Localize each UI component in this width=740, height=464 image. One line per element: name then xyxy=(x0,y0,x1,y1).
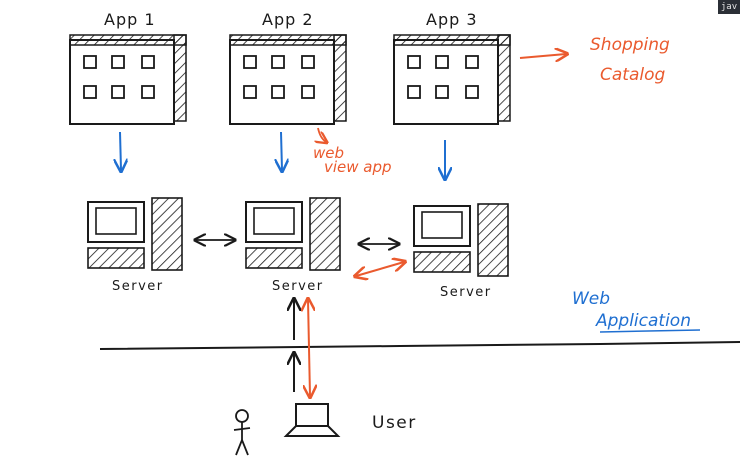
app-3-icon-grid xyxy=(407,55,479,99)
server-1-label: Server xyxy=(112,279,164,294)
app-1-label: App 1 xyxy=(104,10,156,29)
app-1: App 1 xyxy=(69,10,187,125)
app-2-side-edge xyxy=(333,34,347,122)
shopping-catalog-line1: Shopping xyxy=(590,35,670,55)
server-1: Server xyxy=(87,197,183,294)
app-1-to-server-arrow xyxy=(120,131,121,170)
server-2-label: Server xyxy=(272,279,324,294)
app-1-side-edge xyxy=(173,34,187,122)
app-2-to-server-arrow xyxy=(281,131,282,170)
server-2-tower xyxy=(309,197,341,271)
shopping-catalog-arrow xyxy=(519,54,566,58)
web-application-line1: Web xyxy=(572,289,610,309)
app-3: App 3 xyxy=(393,10,511,125)
server-1-tower xyxy=(151,197,183,271)
user-laptop xyxy=(283,403,341,437)
server-3-tower xyxy=(477,203,509,277)
webview-line1: web xyxy=(313,144,344,162)
web-application-boundary xyxy=(99,341,740,350)
app-2-icon-grid xyxy=(243,55,315,99)
web-application-line2: Application xyxy=(595,311,691,331)
app-3-label: App 3 xyxy=(426,10,478,29)
webview-arrow xyxy=(318,127,326,142)
server-2: Server xyxy=(245,197,341,294)
user-label: User xyxy=(372,413,417,433)
server-3-label: Server xyxy=(440,285,492,300)
user-stick-figure xyxy=(233,409,251,456)
app-1-icon-grid xyxy=(83,55,155,99)
server-user-orange-link xyxy=(308,300,310,396)
app-3-frame xyxy=(393,39,499,125)
app-2: App 2 xyxy=(229,10,347,125)
webview-line2: view app xyxy=(324,158,392,176)
server-3: Server xyxy=(413,203,509,300)
server-2-keyboard xyxy=(245,247,303,269)
web-application-underline xyxy=(599,329,701,333)
app-1-frame xyxy=(69,39,175,125)
app-2-label: App 2 xyxy=(262,10,314,29)
corner-tab: jav xyxy=(718,0,740,14)
server-1-keyboard xyxy=(87,247,145,269)
app-3-top-edge xyxy=(393,34,511,46)
app-2-top-edge xyxy=(229,34,347,46)
app-1-top-edge xyxy=(69,34,187,46)
app-2-frame xyxy=(229,39,335,125)
server-2-3-orange-link xyxy=(356,262,404,276)
app-3-side-edge xyxy=(497,34,511,122)
shopping-catalog-line2: Catalog xyxy=(600,65,665,85)
server-3-keyboard xyxy=(413,251,471,273)
